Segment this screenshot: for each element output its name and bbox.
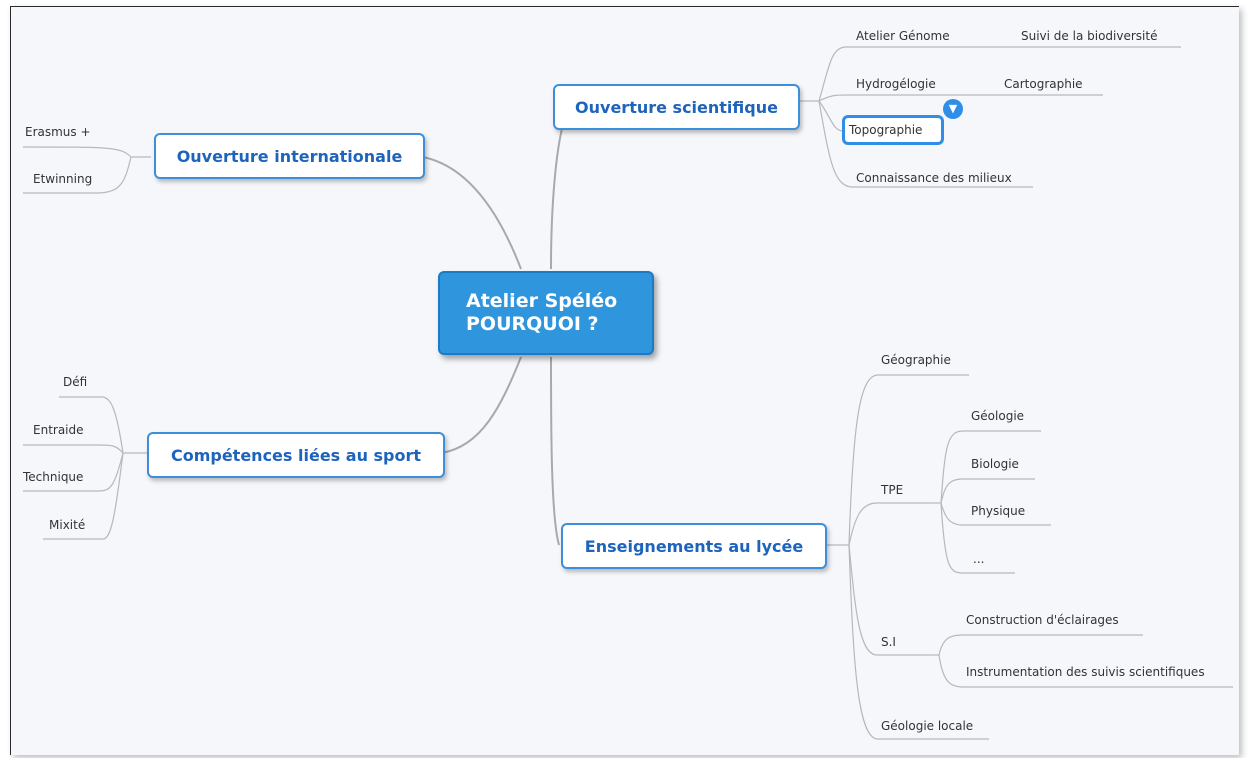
leaf-topographie[interactable]: Topographie	[849, 123, 923, 137]
leaf-defi[interactable]: Défi	[63, 375, 88, 389]
central-topic[interactable]: Atelier Spéléo POURQUOI ?	[438, 271, 654, 355]
connector-lines	[22, 46, 1233, 740]
chevron-down-icon[interactable]: ▼	[943, 99, 963, 119]
connector-central-internationale	[422, 156, 522, 270]
leaf-tpe[interactable]: TPE	[881, 483, 904, 497]
leaf-topographie-selected[interactable]	[842, 115, 944, 145]
leaf-physique[interactable]: Physique	[971, 504, 1026, 518]
leaf-etwinning[interactable]: Etwinning	[33, 172, 93, 186]
central-topic-line2: POURQUOI ?	[466, 313, 599, 335]
leaf-cartographie[interactable]: Cartographie	[1004, 77, 1083, 91]
leaf-technique[interactable]: Technique	[23, 470, 84, 484]
connector-central-sport	[440, 356, 522, 454]
branch-ouverture-internationale[interactable]: Ouverture internationale	[154, 133, 425, 179]
branch-ouverture-scientifique[interactable]: Ouverture scientifique	[553, 84, 800, 130]
leaf-erasmus[interactable]: Erasmus +	[25, 125, 91, 139]
leaf-atelier-genome[interactable]: Atelier Génome	[856, 29, 950, 43]
leaf-geologie[interactable]: Géologie	[971, 409, 1025, 423]
leaf-entraide[interactable]: Entraide	[33, 423, 84, 437]
central-topic-line1: Atelier Spéléo	[466, 290, 618, 312]
leaf-geographie[interactable]: Géographie	[881, 353, 951, 367]
branch-competences-sport[interactable]: Compétences liées au sport	[147, 432, 445, 478]
leaf-geologie-locale[interactable]: Géologie locale	[881, 719, 974, 733]
branch-enseignements-lycee[interactable]: Enseignements au lycée	[561, 523, 827, 569]
leaf-mixite[interactable]: Mixité	[49, 518, 86, 532]
leaf-connaissance-milieux[interactable]: Connaissance des milieux	[856, 171, 1012, 185]
leaf-suivi-biodiversite[interactable]: Suivi de la biodiversité	[1021, 29, 1158, 43]
leaf-biologie[interactable]: Biologie	[971, 457, 1019, 471]
leaf-instrumentation[interactable]: Instrumentation des suivis scientifiques	[966, 665, 1205, 679]
leaf-si[interactable]: S.I	[881, 635, 896, 649]
leaf-hydrogelogie[interactable]: Hydrogélogie	[856, 77, 936, 91]
mindmap-canvas: Atelier Spéléo POURQUOI ? Ouverture scie…	[10, 6, 1239, 755]
branch-label: Ouverture internationale	[176, 146, 403, 166]
leaf-ellipsis[interactable]: ...	[973, 552, 985, 566]
leaf-construction-eclairages[interactable]: Construction d'éclairages	[966, 613, 1119, 627]
connector-central-lycee	[550, 356, 560, 546]
branch-label: Compétences liées au sport	[170, 445, 422, 465]
branch-label: Enseignements au lycée	[584, 536, 804, 556]
branch-label: Ouverture scientifique	[575, 97, 778, 117]
